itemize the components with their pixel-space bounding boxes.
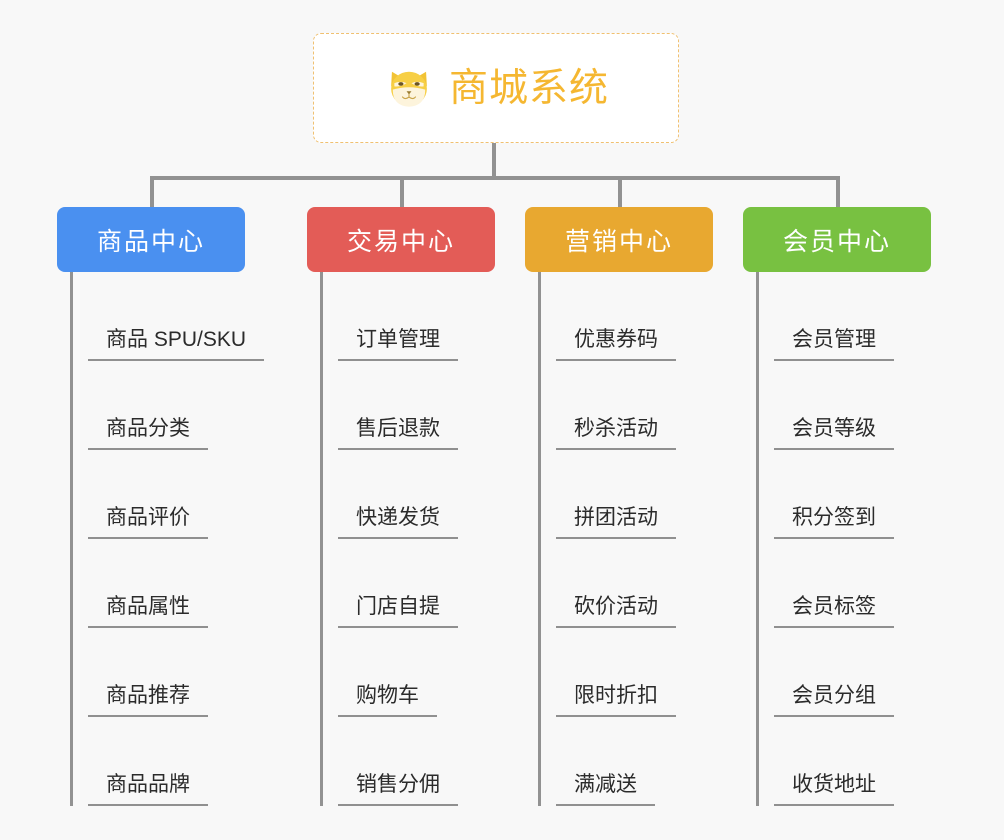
leaf-label: 购物车 [338,685,437,717]
leaf-label: 满减送 [556,774,655,806]
leaf-label: 会员等级 [774,418,894,450]
list-item[interactable]: 会员等级 [774,361,931,450]
list-item[interactable]: 会员分组 [774,628,931,717]
list-item[interactable]: 快递发货 [338,450,495,539]
connector-horizontal-bus [150,176,840,180]
category-label: 商品中心 [96,227,205,256]
column-member-center: 会员中心 会员管理 会员等级 积分签到 会员标签 会员分组 收货地址 [743,207,931,806]
leaf-label: 商品属性 [88,596,208,628]
list-item[interactable]: 商品分类 [88,361,245,450]
list-item[interactable]: 销售分佣 [338,717,495,806]
category-header-product-center[interactable]: 商品中心 [57,207,245,272]
category-header-member-center[interactable]: 会员中心 [743,207,931,272]
column-trade-center: 交易中心 订单管理 售后退款 快递发货 门店自提 购物车 销售分佣 [307,207,495,806]
leaf-label: 积分签到 [774,507,894,539]
leaf-label: 会员分组 [774,685,894,717]
list-item[interactable]: 秒杀活动 [556,361,713,450]
list-item[interactable]: 会员管理 [774,272,931,361]
root-node[interactable]: 商城系统 [313,33,679,143]
leaf-list-marketing-center: 优惠券码 秒杀活动 拼团活动 砍价活动 限时折扣 满减送 [538,272,713,806]
leaf-label: 商品推荐 [88,685,208,717]
leaf-label: 商品分类 [88,418,208,450]
list-item[interactable]: 优惠券码 [556,272,713,361]
leaf-label: 商品 SPU/SKU [88,329,265,361]
list-item[interactable]: 购物车 [338,628,495,717]
list-item[interactable]: 限时折扣 [556,628,713,717]
connector-drop-2 [400,176,404,209]
list-item[interactable]: 商品品牌 [88,717,245,806]
list-item[interactable]: 门店自提 [338,539,495,628]
leaf-label: 优惠券码 [556,329,676,361]
category-header-trade-center[interactable]: 交易中心 [307,207,495,272]
leaf-label: 售后退款 [338,418,458,450]
connector-drop-1 [150,176,154,209]
list-item[interactable]: 拼团活动 [556,450,713,539]
category-label: 营销中心 [564,227,673,256]
list-item[interactable]: 售后退款 [338,361,495,450]
list-item[interactable]: 订单管理 [338,272,495,361]
leaf-label: 销售分佣 [338,774,458,806]
leaf-label: 商品品牌 [88,774,208,806]
list-item[interactable]: 商品推荐 [88,628,245,717]
leaf-label: 拼团活动 [556,507,676,539]
category-label: 会员中心 [782,227,891,256]
list-item[interactable]: 商品 SPU/SKU [88,272,265,361]
category-label: 交易中心 [346,227,455,256]
column-product-center: 商品中心 商品 SPU/SKU 商品分类 商品评价 商品属性 商品推荐 商品品牌 [57,207,265,806]
list-item[interactable]: 满减送 [556,717,713,806]
connector-root-stem [492,143,496,178]
leaf-list-trade-center: 订单管理 售后退款 快递发货 门店自提 购物车 销售分佣 [320,272,495,806]
column-marketing-center: 营销中心 优惠券码 秒杀活动 拼团活动 砍价活动 限时折扣 满减送 [525,207,713,806]
leaf-label: 限时折扣 [556,685,676,717]
list-item[interactable]: 砍价活动 [556,539,713,628]
leaf-label: 收货地址 [774,774,894,806]
list-item[interactable]: 商品属性 [88,539,245,628]
leaf-label: 会员管理 [774,329,894,361]
list-item[interactable]: 会员标签 [774,539,931,628]
connector-drop-3 [618,176,622,209]
list-item[interactable]: 积分签到 [774,450,931,539]
leaf-label: 会员标签 [774,596,894,628]
leaf-list-product-center: 商品 SPU/SKU 商品分类 商品评价 商品属性 商品推荐 商品品牌 [70,272,265,806]
leaf-label: 秒杀活动 [556,418,676,450]
category-header-marketing-center[interactable]: 营销中心 [525,207,713,272]
list-item[interactable]: 收货地址 [774,717,931,806]
shiba-dog-face-icon [383,62,435,114]
leaf-label: 商品评价 [88,507,208,539]
leaf-label: 订单管理 [338,329,458,361]
leaf-label: 快递发货 [338,507,458,539]
leaf-list-member-center: 会员管理 会员等级 积分签到 会员标签 会员分组 收货地址 [756,272,931,806]
leaf-label: 门店自提 [338,596,458,628]
connector-drop-4 [836,176,840,209]
root-title: 商城系统 [448,66,609,110]
leaf-label: 砍价活动 [556,596,676,628]
list-item[interactable]: 商品评价 [88,450,245,539]
